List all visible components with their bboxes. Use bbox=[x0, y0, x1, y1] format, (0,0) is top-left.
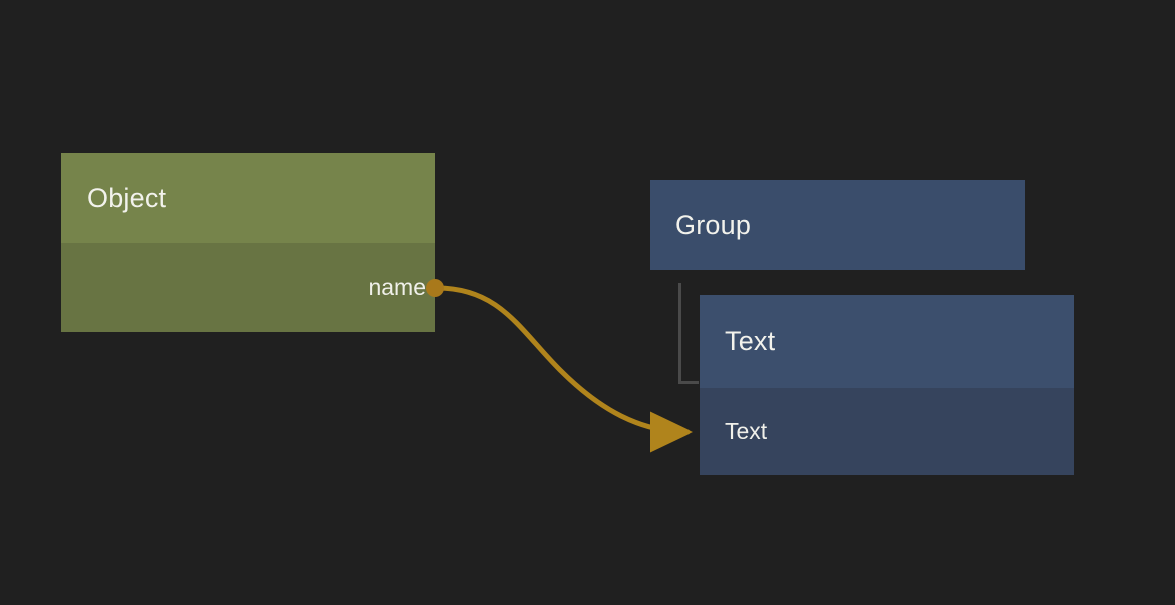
node-text-field-label: Text bbox=[725, 418, 768, 444]
node-object-field-name-label: name bbox=[368, 274, 426, 300]
node-text-field-row[interactable]: Text bbox=[700, 388, 1074, 475]
node-text-title: Text bbox=[725, 326, 776, 356]
node-object-title: Object bbox=[87, 182, 167, 213]
node-object-field-row[interactable]: name bbox=[61, 243, 435, 332]
node-object-header[interactable]: Object bbox=[61, 153, 435, 243]
node-text[interactable]: Text Text bbox=[700, 295, 1074, 475]
node-text-header[interactable]: Text bbox=[700, 295, 1074, 388]
connection-curve-object-name-to-text bbox=[434, 285, 693, 453]
node-object[interactable]: Object name bbox=[61, 153, 435, 332]
group-hierarchy-bracket bbox=[678, 283, 699, 384]
output-port-name[interactable] bbox=[426, 279, 444, 297]
node-group-title: Group bbox=[675, 209, 752, 240]
node-group-header[interactable]: Group bbox=[650, 180, 1025, 270]
